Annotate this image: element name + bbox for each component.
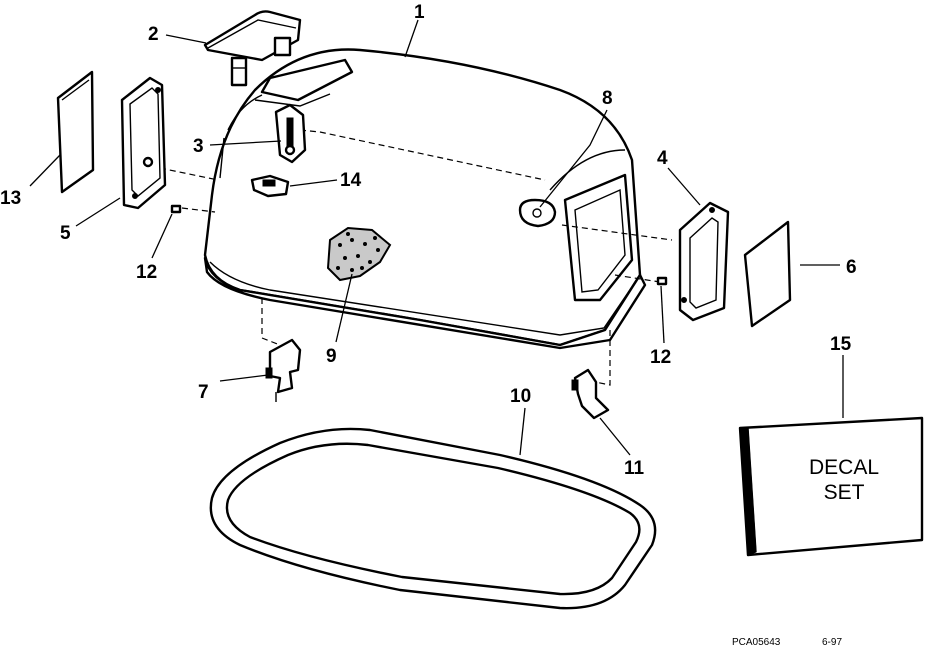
decal-set-line2: SET: [824, 481, 865, 504]
callout-14: 14: [340, 170, 362, 191]
decal-set-line1: DECAL: [809, 456, 879, 479]
callout-3: 3: [193, 136, 204, 157]
screw-part-12-left: [170, 204, 182, 214]
callout-numbers: 1 2 3 14 8 4 6 13 5 12 12 9 7 10 11 15: [0, 2, 857, 479]
callout-5: 5: [60, 223, 71, 244]
callout-8: 8: [602, 88, 613, 109]
callout-6: 6: [846, 257, 857, 278]
plate-part-13: [56, 70, 95, 194]
footer-code: PCA05643: [732, 637, 781, 648]
badge-part-8: [518, 198, 557, 228]
callout-2: 2: [148, 24, 159, 45]
footer-date: 6-97: [822, 637, 842, 648]
clip-part-11: [571, 368, 610, 420]
callout-7: 7: [198, 382, 209, 403]
seal-ring-part-10: [209, 427, 657, 610]
callout-1: 1: [414, 2, 425, 23]
callout-4: 4: [657, 148, 668, 169]
callout-11: 11: [624, 458, 645, 479]
window-pane-part-6: [743, 220, 792, 328]
decal-set-box: DECAL SET: [738, 416, 924, 557]
bracket-part-7: [265, 338, 302, 402]
callout-15: 15: [830, 334, 852, 355]
callout-12-left: 12: [136, 262, 157, 283]
footer: PCA05643 6-97: [732, 637, 842, 648]
hidden-lines: [159, 129, 673, 386]
callout-12-right: 12: [650, 347, 671, 368]
handle-part: [203, 10, 302, 87]
callout-13: 13: [0, 188, 21, 209]
decal-part-9: [326, 226, 392, 282]
screw-part-12-right: [656, 276, 668, 286]
bracket-part-14: [250, 174, 290, 198]
motor-cover: [203, 48, 647, 350]
leader-lines: [29, 19, 844, 456]
side-panel-part-5: [120, 76, 167, 210]
callout-9: 9: [326, 346, 337, 367]
window-frame-part-4: [678, 201, 730, 322]
latch-part: [274, 103, 307, 164]
callout-10: 10: [510, 386, 531, 407]
